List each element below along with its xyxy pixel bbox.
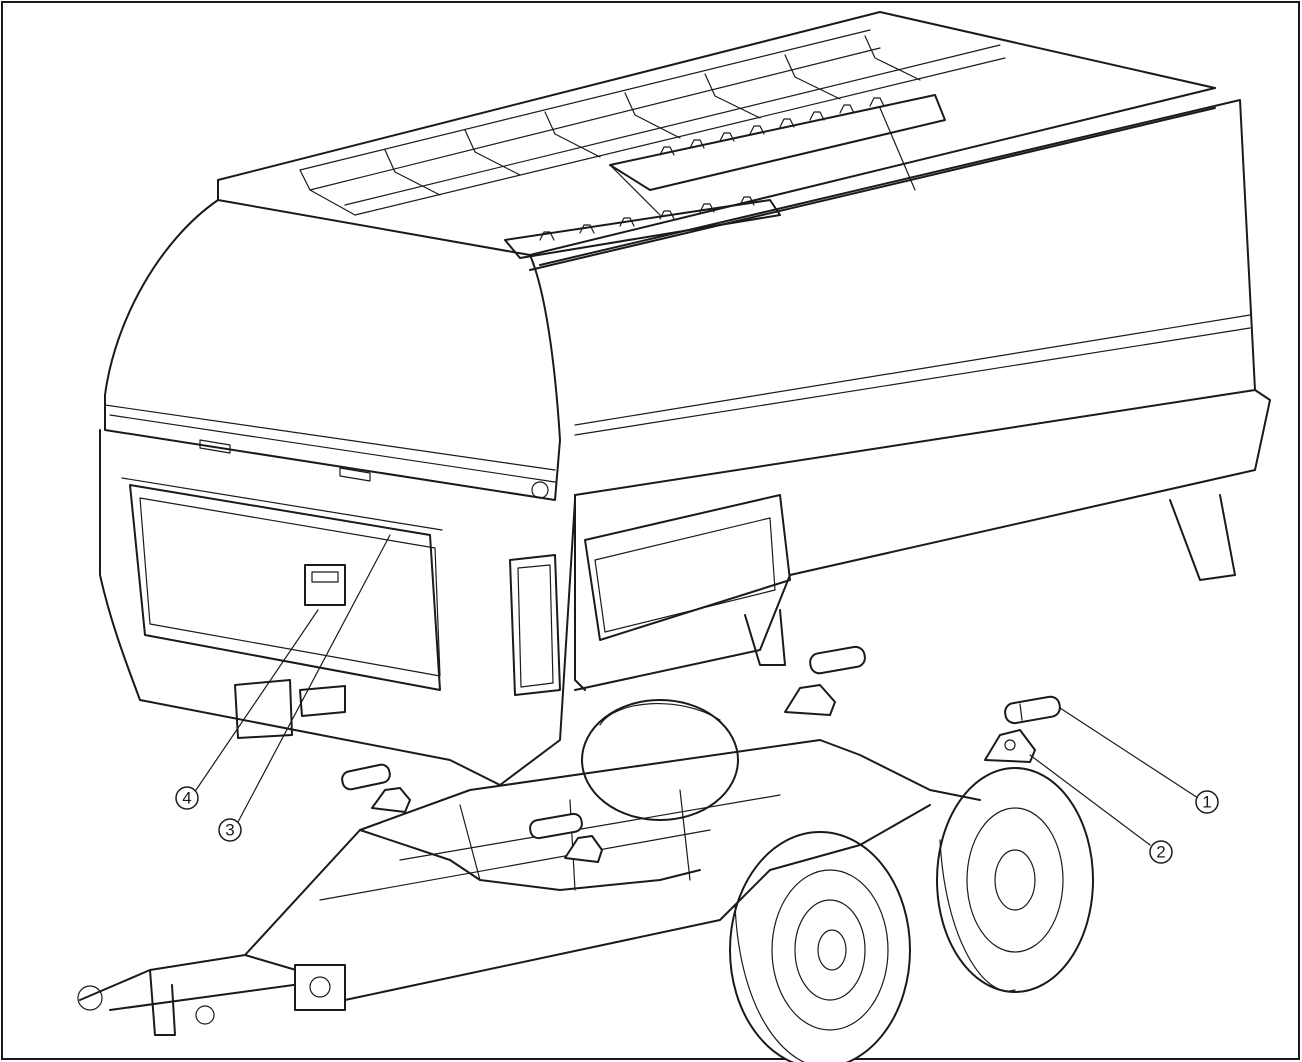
callout-3: 3 bbox=[218, 818, 242, 842]
load-cell-bracket-front bbox=[371, 684, 836, 863]
load-cell-pin-1 bbox=[1004, 695, 1061, 725]
callout-1: 1 bbox=[1195, 790, 1219, 814]
callout-leaders bbox=[195, 534, 1199, 846]
mixer-body bbox=[99, 11, 1271, 786]
callout-1-label: 1 bbox=[1202, 793, 1211, 812]
callout-4: 4 bbox=[175, 786, 199, 810]
front-wheel-pair bbox=[581, 699, 739, 821]
chassis-frame bbox=[77, 739, 981, 1036]
callout-2: 2 bbox=[1149, 840, 1173, 864]
callout-4-label: 4 bbox=[182, 789, 191, 808]
callout-2-label: 2 bbox=[1156, 843, 1165, 862]
rear-wheel-pair bbox=[729, 767, 1094, 1062]
weigh-scale-display bbox=[304, 564, 346, 606]
load-cell-bracket-2 bbox=[984, 729, 1036, 763]
load-cell-pin-front bbox=[341, 645, 866, 840]
callout-3-label: 3 bbox=[225, 821, 234, 840]
